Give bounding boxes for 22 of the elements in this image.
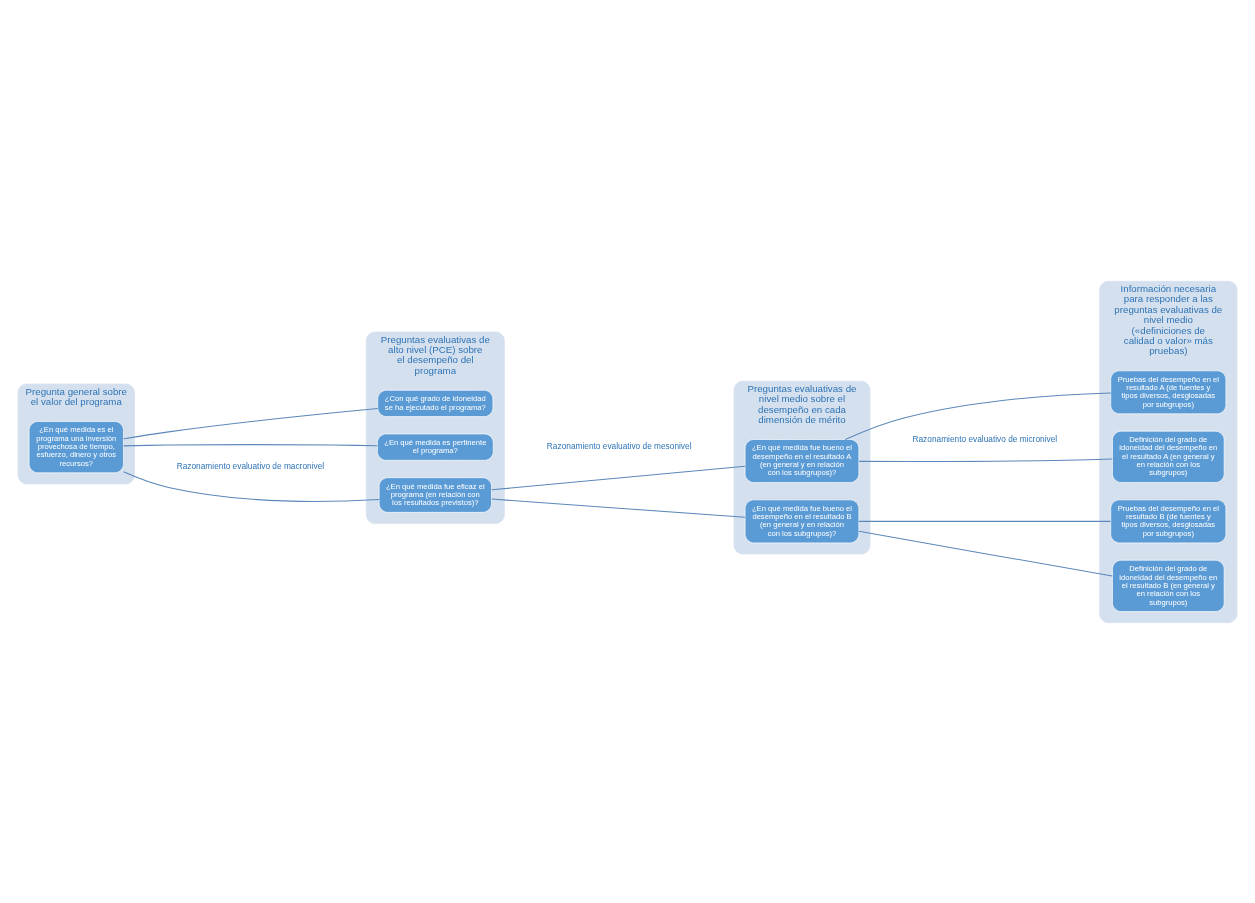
label: Razonamiento evaluativo de micronivel [912, 433, 1058, 444]
label: Razonamiento evaluativo de mesonivel [546, 440, 692, 451]
connector [491, 498, 746, 518]
node-box: ¿Con qué grado de idoneidad se ha ejecutado el programa? [377, 389, 494, 417]
connector [858, 530, 1113, 577]
connector [844, 391, 1112, 440]
node-box: ¿En qué medida fue eficaz el programa (en relación con los resultados previstos)? [378, 476, 492, 513]
node-box: ¿En qué medida es pertinente el programa? [377, 433, 494, 461]
connector [123, 470, 380, 502]
node-box: Pruebas del desempeño en el resultado A (de fuentes y tipos diversos, desglosadas por subgrupos) [1110, 370, 1227, 414]
connector [858, 458, 1113, 462]
connector [123, 443, 378, 446]
node-box: Definición del grado de idoneidad del desempeño en el resultado A (en general y en relación con los subgrupos) [1112, 430, 1225, 483]
node-box: Pruebas del desempeño en el resultado B (de fuentes y tipos diversos, desglosadas por subgrupos) [1110, 499, 1227, 543]
node-box: ¿En qué medida fue bueno el desempeño en el resultado B (en general y en relación con los subgrupos)? [744, 499, 860, 543]
connector [122, 407, 379, 439]
connector [491, 465, 746, 490]
node-box: Definición del grado de idoneidad del desempeño en el resultado B (en general y en relación con los subgrupos) [1112, 559, 1225, 612]
label: Razonamiento evaluativo de macronivel [176, 460, 325, 471]
node-box: ¿En qué medida fue bueno el desempeño en el resultado A (en general y en relación con los subgrupos)? [744, 438, 860, 483]
node-box: ¿En qué medida es el programa una inversión provechosa de tiempo, esfuerzo, dinero y otros recursos? [28, 420, 124, 473]
connector [858, 520, 1111, 522]
